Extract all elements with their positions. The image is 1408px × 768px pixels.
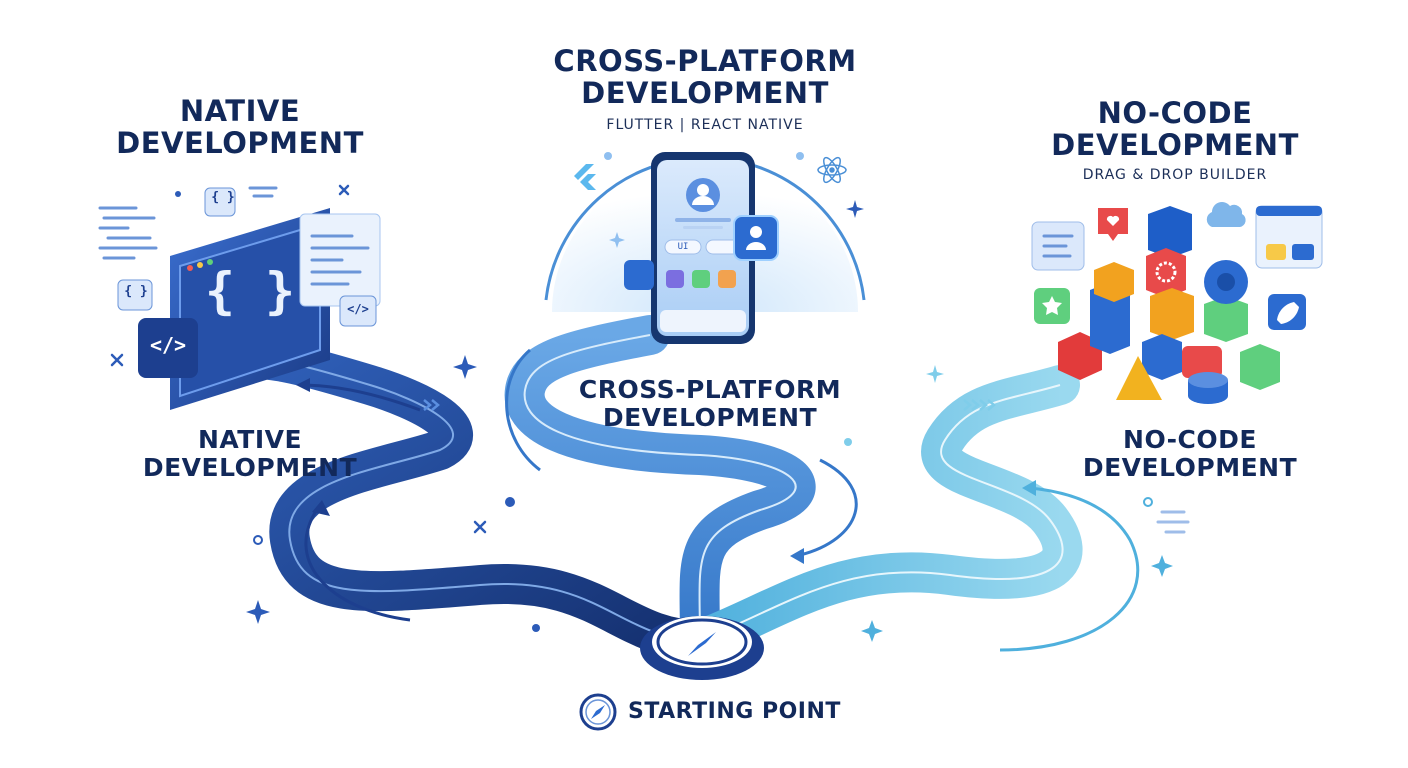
code-braces-icon-2: { } (124, 284, 148, 299)
code-tag-icon-large: </> (149, 333, 187, 357)
cross-left-arrow (505, 348, 541, 472)
phone-ui-chip: UI (677, 242, 689, 252)
native-swoosh-arrow (304, 504, 411, 622)
nocode-illustration (1031, 202, 1323, 534)
nocode-title: NO-CODE DEVELOPMENT (1051, 96, 1299, 162)
cloud-icon (1206, 202, 1246, 227)
chevrons-native (423, 399, 440, 411)
native-road-label: NATIVE DEVELOPMENT (142, 425, 358, 482)
starting-point-label: STARTING POINT (628, 699, 841, 724)
cross-platform-road-label: CROSS-PLATFORM DEVELOPMENT (578, 375, 842, 432)
code-braces-icon: { } (211, 190, 235, 205)
gear-icon (1155, 261, 1177, 283)
cross-road-lane (523, 334, 797, 641)
compass-icon (579, 693, 617, 731)
flutter-icon (574, 164, 596, 190)
native-upper-arrowhead (296, 378, 310, 392)
cross-platform-subtitle: FLUTTER | REACT NATIVE (606, 117, 804, 133)
cross-illustration (574, 152, 847, 344)
cross-swoosh-arrowhead (790, 548, 804, 564)
native-title: NATIVE DEVELOPMENT (116, 94, 364, 160)
cross-swoosh-arrow (799, 458, 858, 557)
code-braces-screen-icon: { } (204, 262, 296, 320)
cross-marks (110, 184, 487, 534)
nocode-subtitle: DRAG & DROP BUILDER (1082, 167, 1268, 183)
sparkles (246, 200, 1173, 642)
native-upper-arrow (299, 383, 421, 412)
react-icon (817, 156, 847, 184)
nocode-swoosh-arrow (999, 486, 1140, 652)
nocode-road-lane (699, 384, 1064, 641)
start-compass (640, 616, 764, 680)
compass-needle (688, 632, 716, 656)
dots (175, 152, 1153, 632)
native-swoosh-arrowhead (312, 500, 330, 516)
nocode-road-label: NO-CODE DEVELOPMENT (1082, 425, 1298, 482)
native-illustration (98, 186, 381, 410)
cross-platform-title: CROSS-PLATFORM DEVELOPMENT (553, 44, 857, 110)
native-road-lane (269, 359, 701, 641)
code-tag-icon: </> (347, 302, 369, 316)
chevrons-nocode (963, 399, 996, 411)
nocode-swoosh-arrowhead (1022, 480, 1036, 496)
